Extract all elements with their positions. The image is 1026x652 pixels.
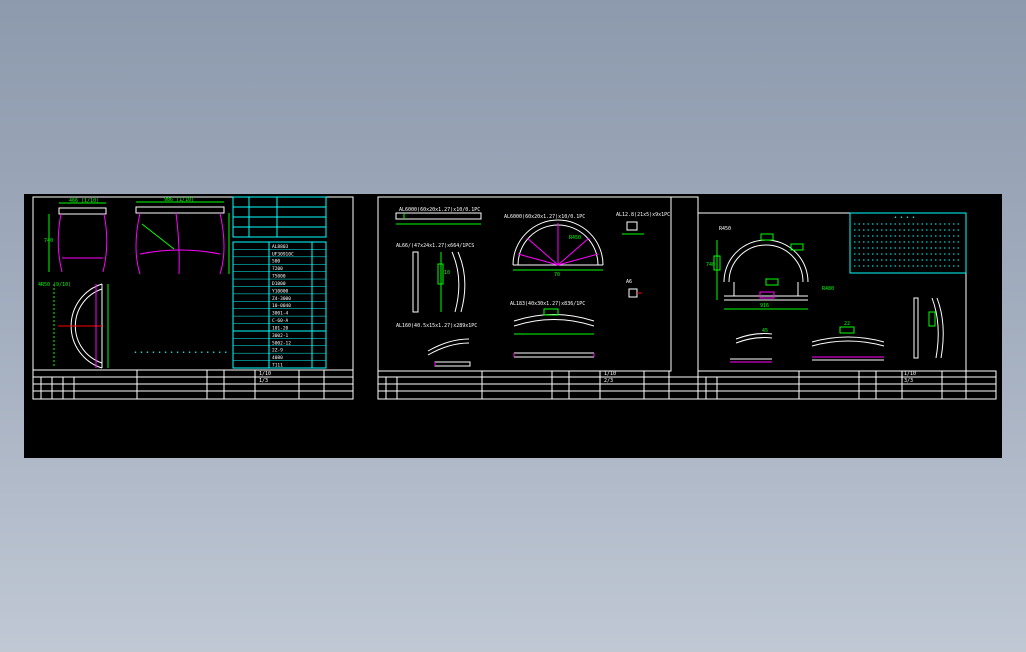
- sheet-1-side-view: [135, 201, 230, 275]
- parts-row-label: 7111: [272, 363, 283, 369]
- sheet-3-dim-2: 45: [762, 328, 768, 334]
- sheet-3-height: 740: [706, 262, 715, 268]
- parts-row-label: 75000: [272, 274, 286, 280]
- sheet-2-part-f: AL160(40.5x15x1.27)x289x1PC: [396, 323, 477, 329]
- sheet-2-scale: 1/10: [604, 371, 616, 377]
- sheet-2-curved-rail: [513, 308, 595, 358]
- parts-row-label: 3002-1: [272, 333, 289, 339]
- sheet-1-title-block: [33, 369, 353, 399]
- sheet-2-dim-1: R450: [569, 235, 581, 241]
- sheet-3-notes-lines: [854, 223, 960, 267]
- parts-row-label: 101-20: [272, 325, 289, 331]
- parts-row-label: D1000: [272, 281, 286, 287]
- sheet-3: [697, 212, 997, 400]
- parts-row-label: 10-0040: [272, 303, 291, 309]
- sheet-3-lower-details: [730, 326, 885, 363]
- sheet-1-border: [32, 196, 354, 400]
- sheet-2-border: [377, 196, 699, 400]
- sheet-3-notes: [849, 212, 967, 274]
- sheet-1-arc-label: 4R50 (9/10): [38, 282, 71, 288]
- sheet-1-note: • • • • • • • • • • • • • • • •: [134, 350, 227, 356]
- sheet-2-part-c: AL66/(47x24x1.27)x664/1PCS: [396, 243, 474, 249]
- sheet-2-part-e: AL12.8(21x5)x9x1PC: [616, 212, 670, 218]
- sheet-2-dim-4: 10: [444, 270, 450, 276]
- sheet-1-sheet-number: 1/3: [259, 378, 268, 384]
- sheet-1-front-view: [48, 202, 108, 273]
- sheet-2-part-d: AL183(40x30x1.27)x836/1PC: [510, 301, 585, 307]
- parts-row-label: 500: [272, 259, 280, 265]
- sheet-2-sheet-number: 2/3: [604, 378, 613, 384]
- sheet-3-scale: 1/10: [904, 371, 916, 377]
- sheet-2-dim-2: 70: [554, 272, 560, 278]
- sheet-3-width: 916: [760, 303, 769, 309]
- sheet-2-part-bar: [395, 212, 482, 225]
- parts-row-label: 3001-4: [272, 311, 289, 317]
- sheet-3-arch: [713, 233, 809, 310]
- parts-row-label: 2Z-9: [272, 348, 283, 354]
- sheet-2-legs: [412, 251, 466, 313]
- sheet-3-note-title: • • • •: [894, 215, 915, 221]
- sheet-1-width-top: 466 (1/10): [69, 198, 99, 204]
- sheet-3-legs: [913, 297, 944, 359]
- sheet-1-parts-table: [232, 196, 327, 369]
- sheet-3-dim-3: 22: [844, 321, 850, 327]
- parts-row-label: 4080: [272, 355, 283, 361]
- sheet-2-bracket: [622, 221, 644, 298]
- parts-row-label: 5002-12: [272, 340, 291, 346]
- sheet-2-part-a: AL6000(60x20x1.27)x10/0.1PC: [399, 207, 480, 213]
- parts-row-label: AL8803: [272, 244, 289, 250]
- parts-row-label: 7200: [272, 266, 283, 272]
- parts-row-label: Y10000: [272, 288, 289, 294]
- sheet-3-dim-1: R480: [822, 286, 834, 292]
- parts-row-label: C-60-A: [272, 318, 289, 324]
- sheet-1-plan-view: [53, 283, 109, 369]
- sheet-2-part-b: AL6000(60x20x1.27)x10/0.1PC: [504, 214, 585, 220]
- sheet-3-title-block: [697, 370, 997, 400]
- sheet-1-scale: 1/10: [259, 371, 271, 377]
- sheet-1-width-side: 986 (1/10): [164, 197, 194, 203]
- sheet-2: [377, 196, 699, 400]
- sheet-2-title-block: [378, 371, 698, 399]
- sheet-1-height: 740: [44, 238, 53, 244]
- labels-layer: 466 (1/10) 986 (1/10) 740 4R50 (9/10) • …: [38, 197, 916, 384]
- sheet-2-lower-rail: [427, 338, 471, 367]
- sheet-3-arc-top: R450: [719, 226, 731, 232]
- parts-row-label: UF30910C: [272, 251, 294, 257]
- sheet-3-border: [697, 212, 967, 372]
- sheet-2-dim-3: A6: [626, 279, 632, 285]
- sheet-2-arch: [512, 219, 604, 271]
- sheet-3-sheet-number: 3/3: [904, 378, 913, 384]
- parts-row-label: Z4-3000: [272, 296, 291, 302]
